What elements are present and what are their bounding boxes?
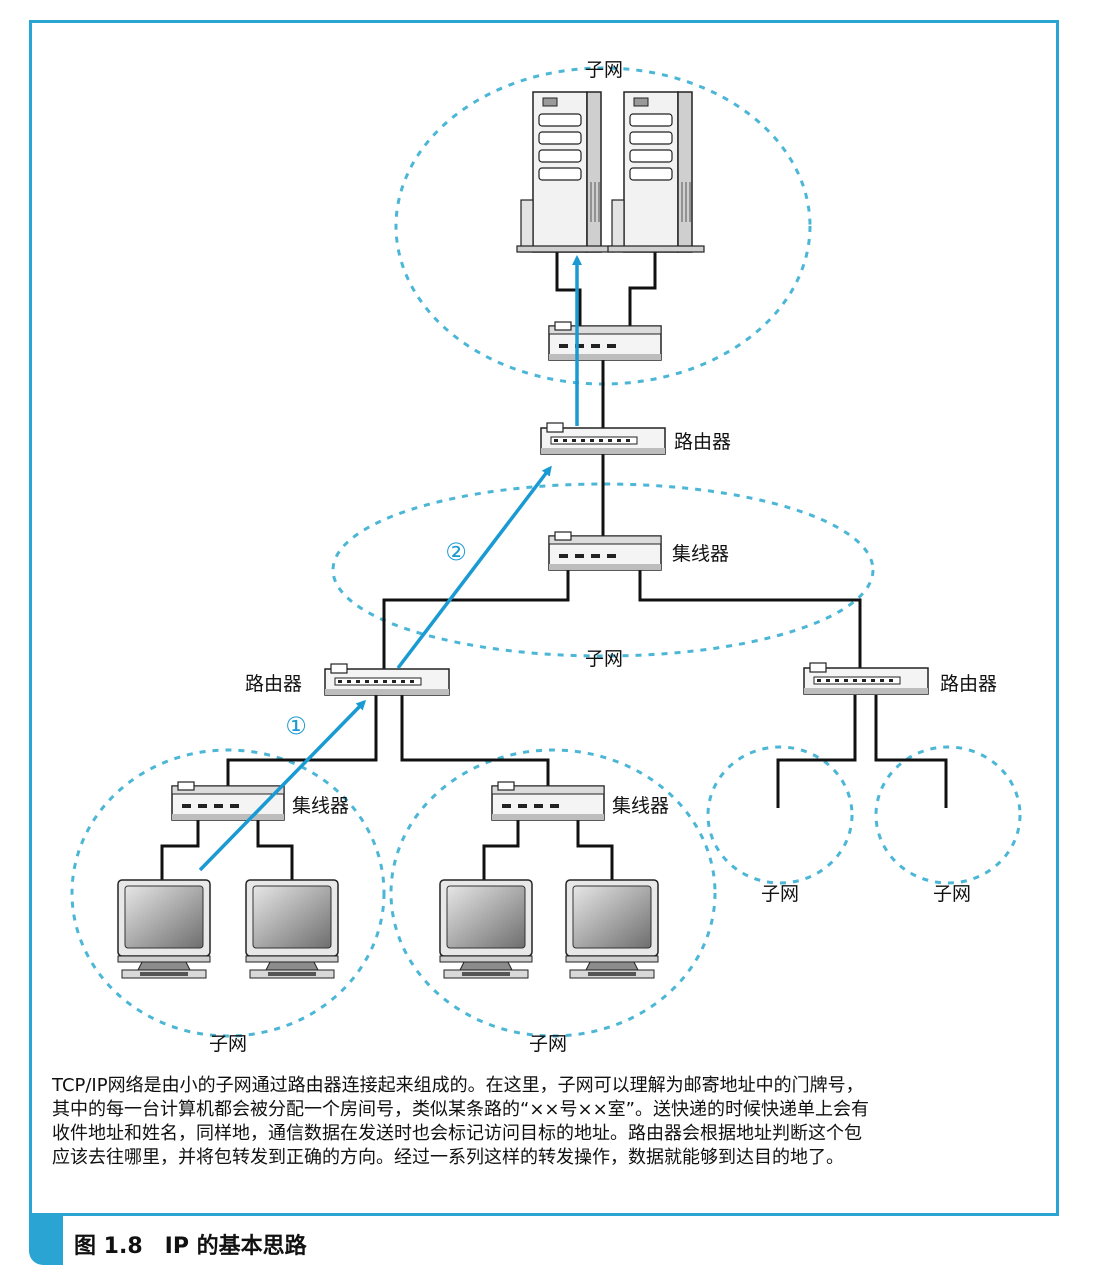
pc-3 <box>439 879 533 979</box>
server-1 <box>516 91 614 253</box>
step-1-marker: ① <box>285 712 307 740</box>
cable-hub-pc1 <box>160 818 200 880</box>
hub-label-left: 集线器 <box>292 795 349 817</box>
step-2-marker: ② <box>445 538 467 566</box>
caption-line-2: 其中的每一台计算机都会被分配一个房间号，类似某条路的“××号××室”。送快递的时… <box>52 1099 869 1120</box>
figure-tab-marker <box>29 1216 63 1265</box>
hub-middle <box>548 531 662 571</box>
caption: TCP/IP网络是由小的子网通过路由器连接起来组成的。在这里，子网可以理解为邮寄… <box>52 1074 1052 1170</box>
subnet-right-2 <box>874 745 1022 885</box>
cable-hub-pc2 <box>256 818 294 880</box>
cable-midhub-left <box>382 567 570 669</box>
router-left <box>324 663 450 696</box>
router-top <box>540 422 666 455</box>
cable-midhub-right <box>638 567 862 668</box>
cable-server2 <box>628 252 657 326</box>
caption-line-1: TCP/IP网络是由小的子网通过路由器连接起来组成的。在这里，子网可以理解为邮寄… <box>52 1075 864 1096</box>
cable-right-2 <box>874 695 948 808</box>
cable-right-1 <box>776 695 857 808</box>
server-2 <box>607 91 705 253</box>
subnet-right-1 <box>706 745 854 885</box>
router-label-top: 路由器 <box>674 431 731 453</box>
hub-label-middle: 集线器 <box>672 543 729 565</box>
cable-hub-pc4 <box>576 818 614 880</box>
caption-line-3: 收件地址和姓名，同样地，通信数据在发送时也会标记访问目标的地址。路由器会根据地址… <box>52 1123 862 1144</box>
cable-server1 <box>555 252 582 326</box>
hub-top <box>548 321 662 361</box>
subnet-label-right-1: 子网 <box>761 883 799 905</box>
route-arrow-2 <box>396 465 552 670</box>
hub-label-center: 集线器 <box>612 795 669 817</box>
cable-hub-pc3 <box>482 818 520 880</box>
subnet-bottom-left <box>70 748 386 1038</box>
figure-frame <box>29 20 1059 1216</box>
subnet-bottom-center <box>389 748 717 1038</box>
hub-center <box>491 781 605 821</box>
subnet-label-top: 子网 <box>585 59 623 81</box>
caption-line-4: 应该去往哪里，并将包转发到正确的方向。经过一系列这样的转发操作，数据就能够到达目… <box>52 1147 844 1168</box>
subnet-label-bottom-left: 子网 <box>209 1033 247 1055</box>
router-right <box>803 662 929 695</box>
figure-title: 图 1.8 IP 的基本思路 <box>74 1234 307 1259</box>
pc-1 <box>117 879 211 979</box>
network-diagram: 子网 路由器 集线器 子网 路由器 路由器 集线器 集线器 子网 子网 子网 子… <box>70 59 1022 1055</box>
router-label-right: 路由器 <box>940 673 997 695</box>
subnet-label-right-2: 子网 <box>933 883 971 905</box>
pc-2 <box>245 879 339 979</box>
router-label-left: 路由器 <box>245 673 302 695</box>
route-arrow-1 <box>198 699 367 872</box>
cable-router-hub-left <box>226 695 378 786</box>
subnet-middle <box>331 482 875 658</box>
subnet-label-bottom-center: 子网 <box>529 1033 567 1055</box>
pc-4 <box>565 879 659 979</box>
subnet-label-middle: 子网 <box>585 648 623 670</box>
cable-router-hub-center <box>400 695 550 786</box>
